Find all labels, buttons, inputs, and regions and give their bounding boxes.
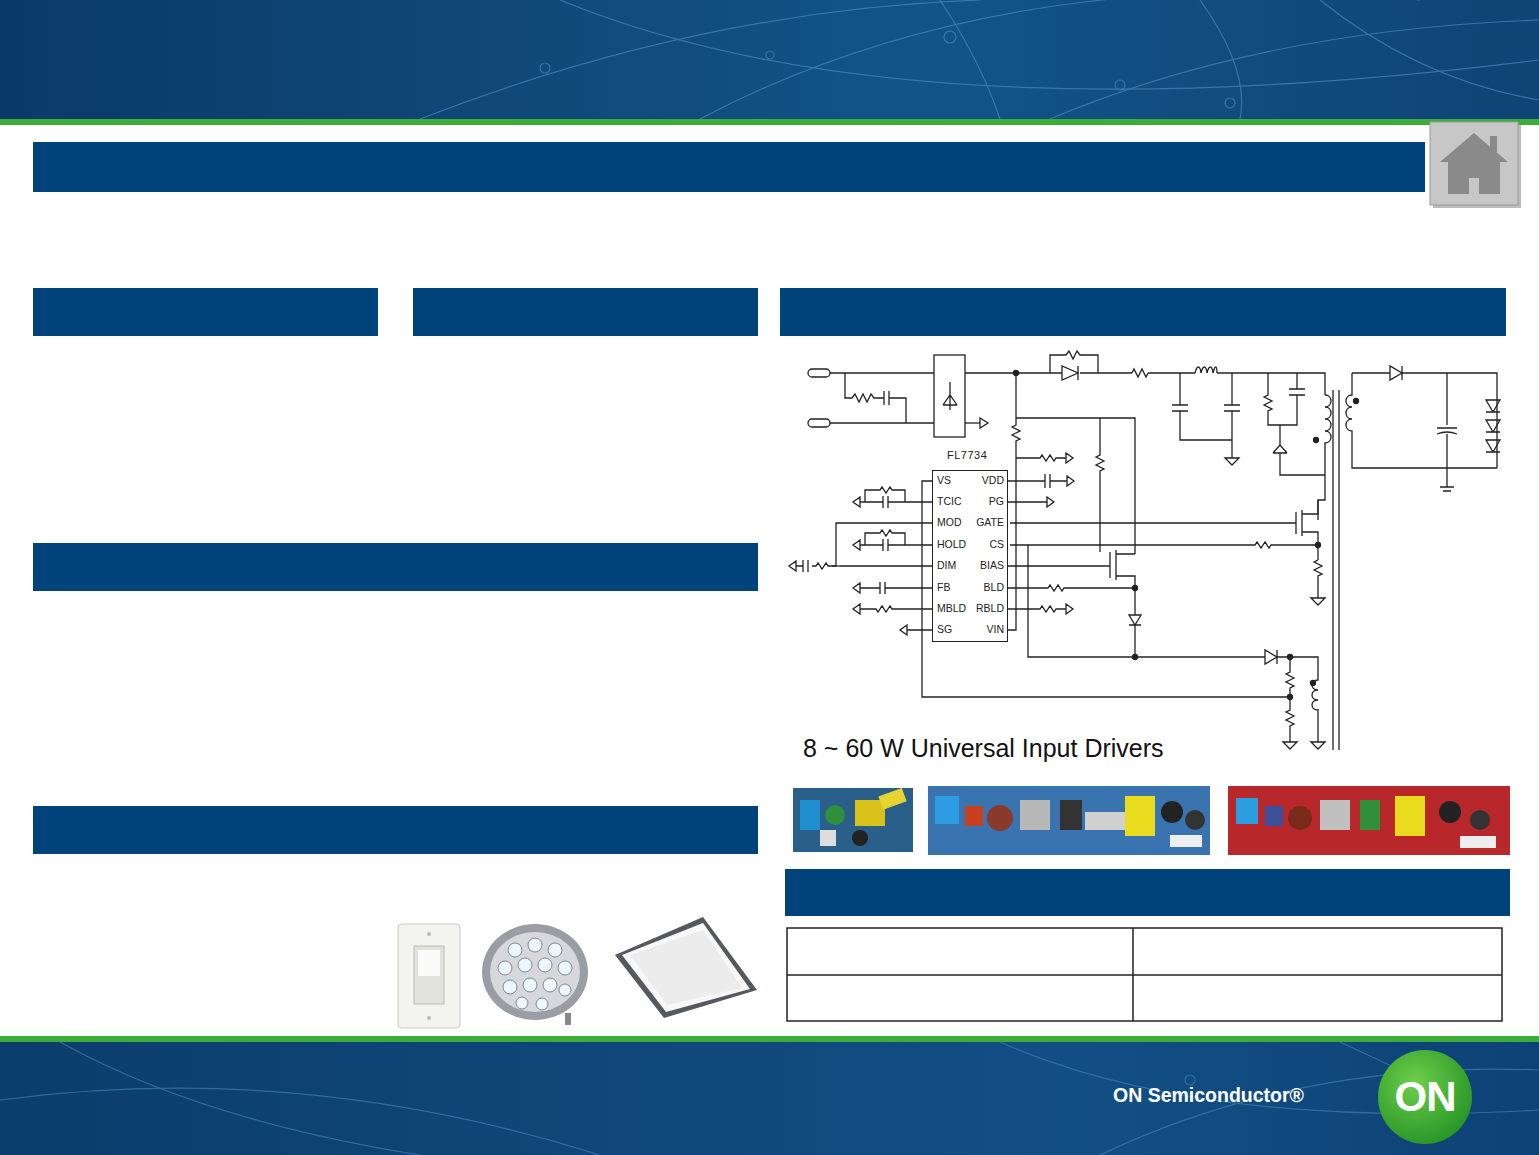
pin-name: VS	[937, 474, 979, 487]
company-name: ON Semiconductor®	[1113, 1084, 1304, 1107]
caption-text: 8 ~ 60 W Universal Input Drivers	[803, 733, 1164, 763]
pin-name: MOD	[937, 516, 979, 529]
top-banner	[0, 0, 1539, 125]
pin-name: RBLD	[962, 602, 1004, 615]
chip-name: FL7734	[947, 449, 987, 461]
driver-board-photo	[793, 788, 913, 852]
company-logo: ON	[1378, 1050, 1472, 1144]
pin-name: TCIC	[937, 495, 979, 508]
pin-name: BIAS	[962, 559, 1004, 572]
driver-board-photo	[1228, 786, 1510, 855]
header-bars	[33, 142, 1510, 916]
pin-name: SG	[937, 623, 979, 636]
pin-name: FB	[937, 581, 979, 594]
pin-name: DIM	[937, 559, 979, 572]
pin-name: PG	[962, 495, 1004, 508]
led-panel-light	[615, 917, 757, 1018]
logo-text: ON	[1395, 1076, 1456, 1118]
wall-dimmer-switch	[398, 924, 460, 1028]
pin-name: MBLD	[937, 602, 979, 615]
pin-name: GATE	[962, 516, 1004, 529]
pin-name: VIN	[962, 623, 1004, 636]
schematic-wires	[789, 351, 1500, 750]
driver-board-photo	[928, 786, 1210, 855]
led-downlight	[482, 924, 588, 1025]
pin-name: CS	[962, 538, 1004, 551]
pin-name: HOLD	[937, 538, 979, 551]
pin-name: VDD	[962, 474, 1004, 487]
pin-name: BLD	[962, 581, 1004, 594]
empty-table	[787, 928, 1502, 1021]
bottom-banner	[0, 1036, 1539, 1155]
home-button	[1430, 122, 1521, 208]
